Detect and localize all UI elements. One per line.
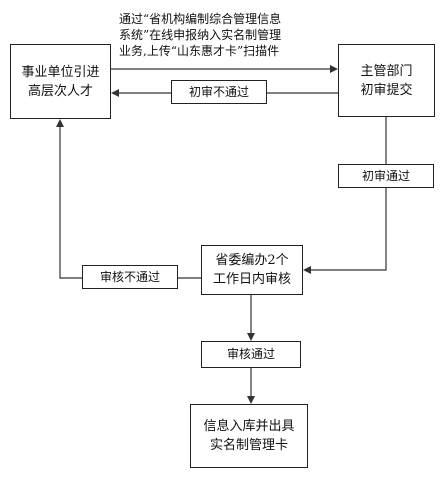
submission-line-2: 系统”在线申报纳入实名制管理 [119, 28, 282, 42]
node-applicant: 事业单位引进 高层次人才 [10, 44, 111, 119]
node-supervisor-line-2: 初审提交 [360, 82, 413, 98]
label-prelim-pass: 初审通过 [338, 164, 434, 188]
label-prelim-fail-text: 初审不通过 [188, 84, 249, 99]
node-applicant-line-1: 事业单位引进 [21, 64, 100, 80]
label-review-fail-text: 审核不通过 [99, 269, 160, 284]
node-applicant-line-2: 高层次人才 [27, 83, 93, 99]
node-committee: 省委编办2个 工作日内审核 [201, 245, 303, 295]
submission-description: 通过“省机构编制综合管理信息 系统”在线申报纳入实名制管理 业务,上传“山东惠才… [119, 11, 281, 59]
submission-line-1: 通过“省机构编制综合管理信息 [119, 12, 282, 26]
label-review-pass-text: 审核通过 [226, 347, 275, 361]
node-result: 信息入库并出具 实名制管理卡 [190, 404, 308, 468]
label-prelim-pass-text: 初审通过 [361, 168, 410, 183]
node-result-line-1: 信息入库并出具 [203, 419, 295, 434]
label-review-fail: 审核不通过 [82, 265, 178, 289]
node-committee-line-2: 工作日内审核 [212, 272, 291, 287]
submission-line-3: 业务,上传“山东惠才卡”扫描件 [119, 44, 280, 58]
label-review-pass: 审核通过 [201, 341, 301, 368]
node-committee-line-1: 省委编办2个 [215, 253, 289, 268]
label-prelim-fail: 初审不通过 [171, 80, 267, 104]
node-supervisor: 主管部门 初审提交 [338, 44, 435, 117]
node-supervisor-line-1: 主管部门 [360, 63, 413, 79]
node-result-line-2: 实名制管理卡 [209, 438, 288, 453]
